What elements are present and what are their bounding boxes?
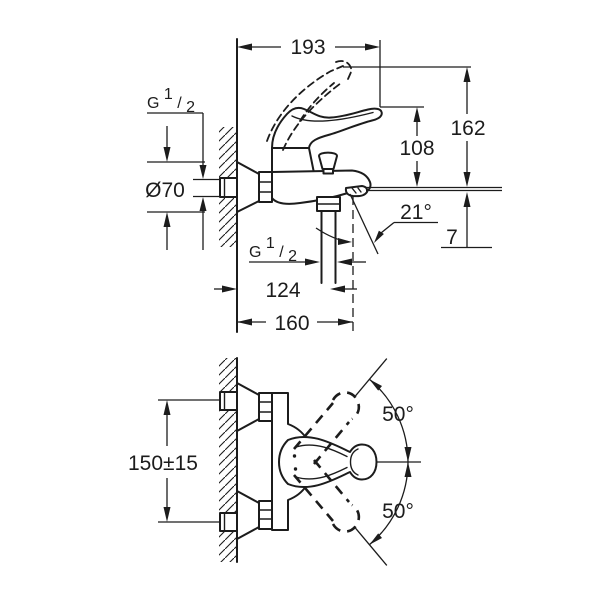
- side-view: 193 162 108 7: [145, 36, 502, 335]
- dim-diameter-70: Ø70: [145, 126, 205, 250]
- union-nut-plan-top: [258, 392, 273, 422]
- aerator: [344, 185, 369, 198]
- dim-7-label: 7: [446, 226, 458, 249]
- dim-160: 160: [237, 312, 353, 335]
- handle-dot: [292, 454, 297, 458]
- escutcheon-plan-bottom: [236, 490, 260, 540]
- dim-162-label: 162: [450, 117, 485, 140]
- diverter-knob: [318, 151, 338, 175]
- plan-view: 150±15: [128, 357, 421, 566]
- aerator-detail: [357, 187, 362, 193]
- dim-50-lower-label: 50°: [382, 500, 414, 523]
- handle-plan: [278, 435, 378, 489]
- dim-162: 162: [343, 66, 486, 187]
- dim-21-label: 21°: [400, 201, 432, 224]
- supply-nut-plan-bottom: [219, 512, 238, 532]
- escutcheon-side: [236, 161, 260, 213]
- dim-124: 124: [214, 279, 357, 302]
- handle-plan-detail: [295, 466, 348, 480]
- supply-nut-plan-top: [219, 391, 238, 411]
- dim-124-label: 124: [265, 279, 300, 302]
- dim-108: 108: [380, 106, 435, 187]
- dim-108-label: 108: [399, 137, 434, 160]
- dim-193: 193: [237, 36, 381, 107]
- handle-raised-dashed: [266, 60, 353, 151]
- dim-swing-angles: 50° 50°: [354, 358, 414, 566]
- wall-thread-label: G 1 / 2: [147, 86, 195, 116]
- handle-plan-detail: [295, 444, 348, 458]
- dim-193-label: 193: [290, 36, 325, 59]
- dim-150: 150±15: [128, 399, 222, 523]
- dim-70-label: Ø70: [145, 179, 185, 202]
- handle-side-detail: [291, 111, 374, 122]
- handle-side: [271, 106, 383, 149]
- hose-outlet-side: [316, 196, 341, 284]
- aerator-detail: [351, 187, 357, 194]
- union-nut-side: [258, 171, 273, 203]
- dim-50-upper-label: 50°: [382, 403, 414, 426]
- escutcheon-plan-top: [236, 382, 260, 432]
- hose-thread-label: G 1 / 2: [249, 235, 297, 265]
- dim-7: 7: [441, 192, 492, 249]
- dim-160-label: 160: [274, 312, 309, 335]
- supply-nut-side: [219, 177, 238, 198]
- outlet-reference-line: [366, 186, 502, 192]
- union-nut-plan-bottom: [258, 500, 273, 530]
- label-hose-thread: G 1 / 2: [249, 235, 366, 266]
- faucet-body-side: [271, 147, 315, 174]
- dim-150-label: 150±15: [128, 452, 198, 475]
- label-wall-thread: G 1 / 2: [147, 86, 220, 250]
- handle-knob-detail: [349, 448, 359, 476]
- handle-dot: [293, 467, 298, 471]
- dim-angle-21: 21°: [315, 193, 438, 332]
